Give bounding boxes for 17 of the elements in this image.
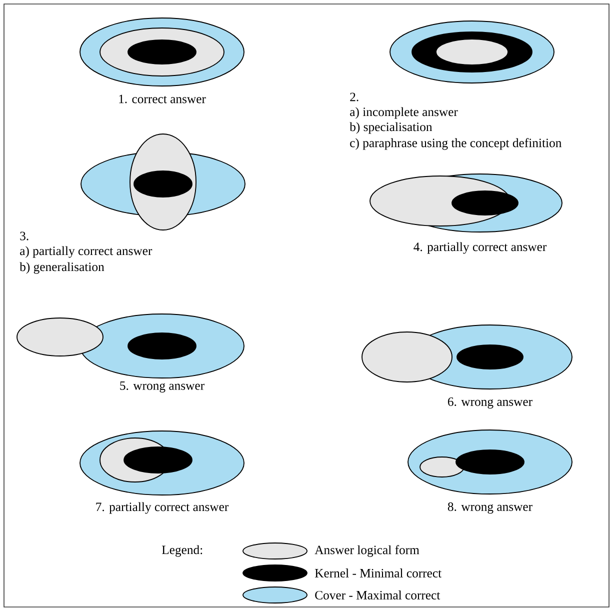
legend-text: Answer logical form (314, 545, 420, 557)
caption: c) paraphrase using the concept definition (350, 138, 562, 150)
caption: b) generalisation (20, 262, 104, 274)
caption: a) incomplete answer (350, 107, 458, 119)
legend-text: Cover - Maximal correct (315, 590, 440, 600)
caption: Legend: (162, 545, 202, 557)
caption: 5. wrong answer (120, 381, 204, 393)
caption: 7. partially correct answer (96, 502, 229, 514)
caption: 4. partially correct answer (414, 242, 547, 254)
caption: 8. wrong answer (448, 502, 532, 514)
caption: 1. correct answer (119, 94, 206, 104)
caption: 6. wrong answer (448, 397, 532, 409)
caption: a) partially correct answer (20, 246, 152, 258)
caption: 3. (20, 232, 28, 240)
caption: b) specialisation (350, 122, 432, 134)
caption: 2. (350, 92, 358, 102)
legend-text: Kernel - Minimal correct (314, 568, 442, 578)
